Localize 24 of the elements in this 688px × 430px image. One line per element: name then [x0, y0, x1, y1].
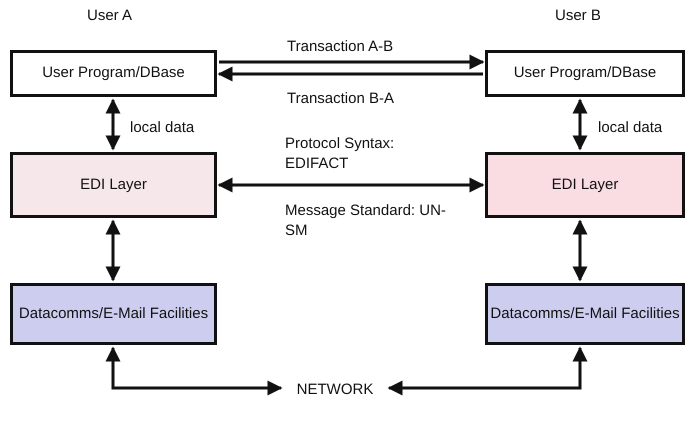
- arrow: [572, 220, 588, 282]
- arrow: [572, 98, 588, 150]
- edge-label: Protocol Syntax: EDIFACT: [285, 134, 396, 173]
- network-label: NETWORK: [285, 380, 385, 400]
- edge-label: local data: [130, 118, 194, 138]
- arrow: [106, 98, 120, 150]
- edge-label: Transaction A-B: [287, 37, 394, 56]
- user-label: User B: [555, 6, 601, 26]
- arrow: [106, 220, 120, 282]
- process-box: Datacomms/E-Mail Facilities: [485, 283, 685, 345]
- process-box: User Program/DBase: [485, 50, 685, 97]
- process-box: User Program/DBase: [10, 50, 217, 97]
- arrow: [388, 346, 588, 396]
- user-label: User A: [87, 6, 132, 26]
- arrow: [218, 66, 483, 82]
- process-box: EDI Layer: [10, 152, 217, 218]
- edge-label: local data: [598, 118, 662, 138]
- arrow: [218, 178, 484, 192]
- annotation-text: Message Standard: UN-SM: [285, 201, 447, 240]
- arrow: [219, 54, 484, 70]
- process-box: Datacomms/E-Mail Facilities: [10, 283, 217, 345]
- edge-label: Transaction B-A: [287, 89, 394, 108]
- arrow: [106, 346, 282, 396]
- process-box: EDI Layer: [485, 152, 685, 218]
